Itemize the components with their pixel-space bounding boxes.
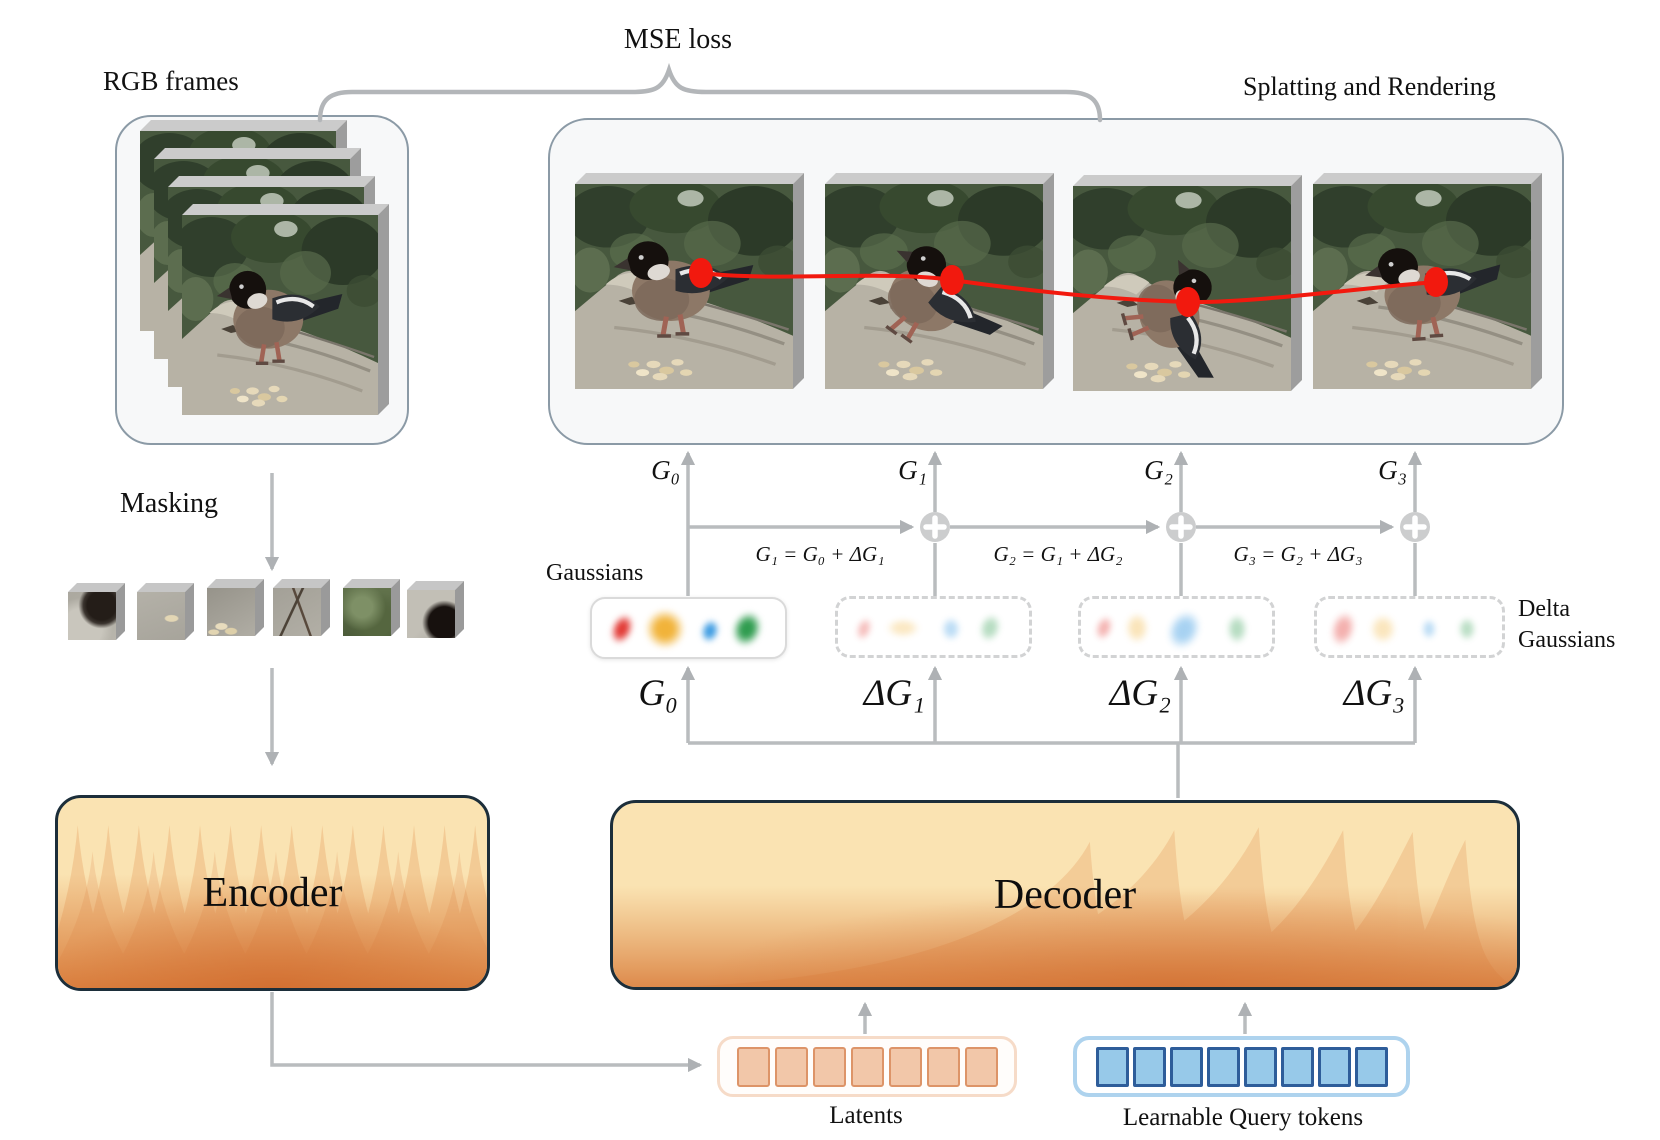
latent-token — [736, 1046, 770, 1087]
delta-gaussians-label: Delta Gaussians — [1518, 594, 1615, 656]
query-token — [1354, 1046, 1388, 1087]
query-token — [1132, 1046, 1166, 1087]
dg3-input-label: ΔG₃ — [1343, 673, 1405, 714]
masking-label: Masking — [120, 488, 218, 519]
delta-blob-red — [849, 610, 879, 648]
rgb-frame-1 — [182, 215, 378, 415]
delta-gaussians-box-2 — [1078, 596, 1275, 664]
patch-cube-6 — [407, 590, 455, 638]
decoder-label: Decoder — [993, 872, 1137, 918]
latent-token — [812, 1046, 846, 1087]
equation-3: G₃ = G₂ + ΔG₃ — [1233, 542, 1363, 566]
latent-token — [926, 1046, 960, 1087]
patch-cube-3 — [207, 588, 255, 636]
latent-token — [964, 1046, 998, 1087]
delta-blob-red — [1087, 608, 1121, 648]
mse-loss-label: MSE loss — [623, 24, 733, 55]
g0-input-label: G₀ — [638, 673, 678, 714]
encoder-label: Encoder — [202, 870, 343, 916]
gaussian-blob-blue — [693, 612, 727, 650]
delta-blob-yellow — [1121, 607, 1153, 649]
plus-node-3 — [1400, 512, 1430, 542]
g0-output-label: G₀ — [651, 455, 680, 485]
delta-gaussians-box-3 — [1314, 596, 1505, 658]
delta-blob-green — [970, 605, 1010, 651]
g1-output-label: G₁ — [898, 455, 927, 485]
g2-output-label: G₂ — [1144, 455, 1173, 485]
patch-cube-1 — [68, 592, 116, 640]
patch-cube-2 — [137, 592, 185, 640]
query-token — [1280, 1046, 1314, 1087]
latents-box — [717, 1036, 1017, 1097]
patch-cube-4 — [273, 588, 321, 636]
render-frame-2 — [825, 184, 1043, 389]
delta-blob-blue — [1152, 596, 1216, 664]
encoder-flame-pattern — [58, 798, 487, 988]
render-frame-4 — [1313, 184, 1531, 389]
patch-cube-5 — [343, 588, 391, 636]
dg2-input-label: ΔG₂ — [1109, 673, 1171, 714]
splatting-rendering-label: Splatting and Rendering — [1243, 72, 1496, 101]
gaussian-blob-green — [720, 599, 774, 659]
delta-gaussians-box-1 — [835, 596, 1032, 658]
query-token — [1206, 1046, 1240, 1087]
latent-token — [774, 1046, 808, 1087]
query-token — [1317, 1046, 1351, 1087]
arrow-encoder-to-latents — [270, 992, 703, 1073]
query-token — [1095, 1046, 1129, 1087]
query-tokens-label: Learnable Query tokens — [1122, 1104, 1364, 1131]
latent-token — [850, 1046, 884, 1087]
plus-node-1 — [920, 512, 950, 542]
query-token — [1169, 1046, 1203, 1087]
delta-blob-blue — [1419, 615, 1439, 643]
encoder-block: Encoder — [55, 795, 490, 991]
latent-token — [888, 1046, 922, 1087]
decoder-block: Decoder — [610, 800, 1520, 990]
gaussian-blob-yellow — [638, 602, 692, 656]
gaussians-box-g0 — [590, 597, 787, 659]
delta-blob-green — [1455, 613, 1479, 645]
delta-blob-yellow — [1365, 609, 1401, 649]
equation-2: G₂ = G₁ + ΔG₂ — [993, 542, 1123, 566]
rgb-frames-label: RGB frames — [103, 66, 239, 96]
latents-label: Latents — [829, 1102, 903, 1129]
gaussians-label: Gaussians — [546, 560, 644, 586]
delta-blob-yellow — [880, 615, 926, 641]
delta-gaussians-line1: Delta — [1518, 596, 1570, 622]
render-frame-1 — [575, 184, 793, 389]
equation-1: G₁ = G₀ + ΔG₁ — [755, 542, 885, 566]
query-token — [1243, 1046, 1277, 1087]
decoder-flame-pattern — [613, 803, 1517, 987]
delta-gaussians-line2: Gaussians — [1518, 627, 1616, 653]
query-tokens-box — [1073, 1036, 1410, 1097]
render-frame-3 — [1073, 186, 1291, 391]
g3-output-label: G₃ — [1378, 455, 1407, 485]
delta-blob-blue — [938, 613, 964, 645]
mse-brace — [317, 62, 1103, 123]
delta-blob-red — [1321, 601, 1365, 657]
dg1-input-label: ΔG₁ — [863, 673, 925, 714]
gaussian-blob-red — [600, 604, 644, 654]
plus-node-2 — [1166, 512, 1196, 542]
delta-blob-green — [1223, 609, 1251, 649]
